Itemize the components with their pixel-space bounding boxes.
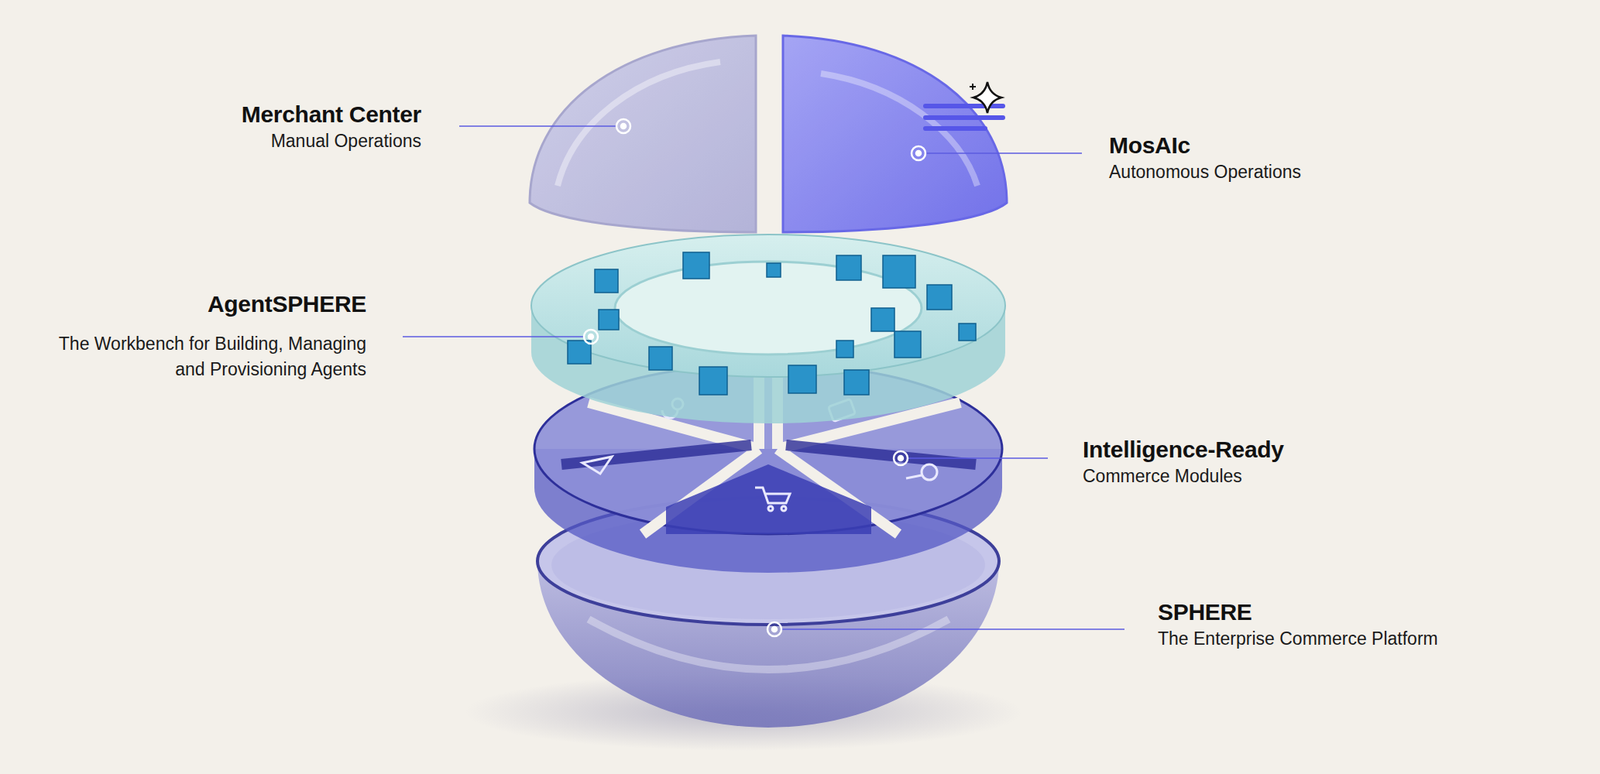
layer-title: Merchant Center bbox=[241, 100, 422, 129]
label-block: MosAIcAutonomous Operations bbox=[1109, 131, 1302, 185]
callout-dots bbox=[583, 119, 926, 637]
leader-lines bbox=[402, 126, 1125, 630]
agent-ring bbox=[531, 234, 1006, 424]
layer-description: Commerce Modules bbox=[1082, 463, 1285, 489]
label-block: SPHEREThe Enterprise Commerce Platform bbox=[1157, 598, 1439, 652]
layer-title: Intelligence-Ready bbox=[1082, 436, 1285, 464]
top-domes bbox=[529, 35, 1007, 233]
layer-description: Autonomous Operations bbox=[1109, 159, 1302, 185]
layer-description: The Enterprise Commerce Platform bbox=[1157, 626, 1439, 652]
layer-title: MosAIc bbox=[1109, 131, 1302, 160]
layer-description: The Workbench for Building, Managing and… bbox=[58, 331, 367, 383]
layer-description: Manual Operations bbox=[241, 128, 422, 154]
ai-sparkle-icon bbox=[925, 82, 1003, 129]
layer-title: AgentSPHERE bbox=[58, 290, 367, 319]
label-block: Merchant CenterManual Operations bbox=[241, 100, 422, 154]
label-block: Intelligence-ReadyCommerce Modules bbox=[1082, 436, 1285, 489]
label-block: AgentSPHERE The Workbench for Building, M… bbox=[58, 290, 367, 383]
layer-title: SPHERE bbox=[1157, 598, 1439, 627]
